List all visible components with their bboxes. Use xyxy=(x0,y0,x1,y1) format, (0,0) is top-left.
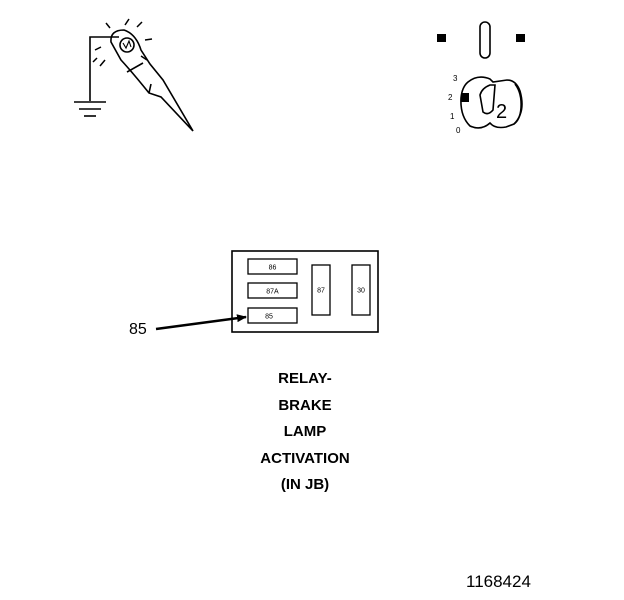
key-position-marker xyxy=(461,93,469,102)
key-slot-icon xyxy=(479,21,491,59)
terminal-87-slot xyxy=(311,264,331,316)
caption-line-4: ACTIVATION xyxy=(260,449,350,467)
terminal-30-label: 30 xyxy=(357,288,365,295)
terminal-87-label: 87 xyxy=(317,288,325,295)
light-rays-icon xyxy=(92,18,153,67)
pointer-arrow xyxy=(155,314,247,331)
relay-box-outline xyxy=(231,250,379,333)
terminal-30-slot xyxy=(351,264,371,316)
terminal-85-label: 85 xyxy=(265,314,273,321)
key-position-3: 3 xyxy=(453,74,458,83)
caption-line-2: BRAKE xyxy=(278,396,332,414)
caption-line-1: RELAY- xyxy=(278,370,332,387)
key-position-0: 0 xyxy=(456,126,461,135)
key-slot-marker-left xyxy=(437,34,446,42)
terminal-87a-slot xyxy=(247,282,298,299)
caption-line-3: LAMP xyxy=(283,423,327,440)
ignition-switch: 3 2 1 0 2 xyxy=(437,21,525,135)
key-position-1: 1 xyxy=(450,112,455,121)
ignition-key-icon xyxy=(460,76,523,129)
ground-lead xyxy=(89,36,119,101)
terminal-86-label: 86 xyxy=(269,265,277,272)
pointer-label-85: 85 xyxy=(129,321,147,338)
bulb-icon xyxy=(119,37,135,53)
terminal-86-slot xyxy=(247,258,298,275)
ground-symbol-icon xyxy=(74,101,106,117)
probe-body-icon xyxy=(110,29,194,132)
caption-line-5: (IN JB) xyxy=(280,476,330,493)
terminal-85-slot xyxy=(247,307,298,324)
test-lamp-probe xyxy=(74,18,194,132)
diagram-caption: RELAY- BRAKE LAMP ACTIVATION (IN JB) xyxy=(200,366,410,499)
terminal-87a-label: 87A xyxy=(266,289,279,296)
relay-box: 86 87A 85 87 30 xyxy=(231,250,379,333)
selected-key-position: 2 xyxy=(496,101,507,123)
key-position-2: 2 xyxy=(448,93,453,102)
document-number: 1168424 xyxy=(466,572,531,591)
key-slot-marker-right xyxy=(516,34,525,42)
